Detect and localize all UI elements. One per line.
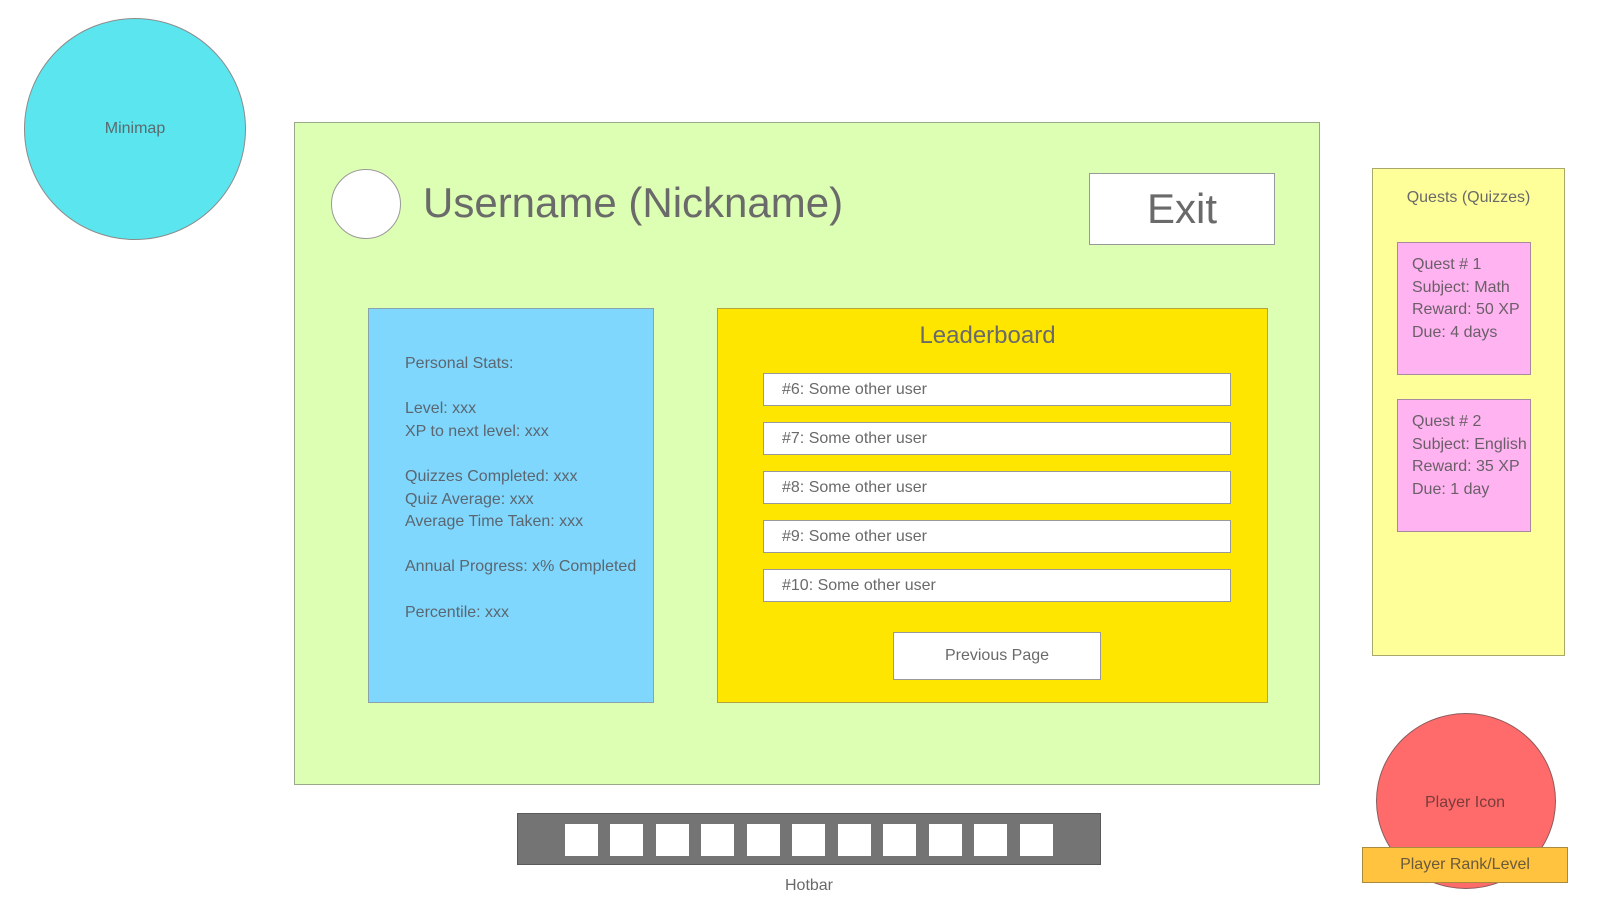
quest-card[interactable]: Quest # 2 Subject: English Reward: 35 XP… [1397, 399, 1531, 532]
hotbar-slot[interactable] [747, 824, 780, 856]
leaderboard-row[interactable]: #10: Some other user [763, 569, 1231, 602]
hotbar-slot[interactable] [929, 824, 962, 856]
hotbar-slot[interactable] [1020, 824, 1053, 856]
minimap-label: Minimap [104, 120, 166, 137]
stat-annual-progress: Annual Progress: x% Completed [405, 558, 637, 576]
minimap[interactable]: Minimap [24, 18, 246, 240]
leaderboard-row[interactable]: #7: Some other user [763, 422, 1231, 455]
quest-subject: Subject: English [1412, 435, 1527, 453]
quests-title: Quests (Quizzes) [1406, 189, 1531, 206]
leaderboard-title: Leaderboard [919, 322, 1056, 349]
hotbar-slot[interactable] [656, 824, 689, 856]
hotbar-slot[interactable] [701, 824, 734, 856]
quest-reward: Reward: 35 XP [1412, 458, 1520, 476]
leaderboard-row[interactable]: #8: Some other user [763, 471, 1231, 504]
quests-panel: Quests (Quizzes) Quest # 1 Subject: Math… [1372, 168, 1565, 656]
stat-xp-next-level: XP to next level: xxx [405, 422, 549, 440]
quest-reward: Reward: 50 XP [1412, 301, 1520, 319]
stats-heading: Personal Stats: [405, 355, 514, 372]
leaderboard-row[interactable]: #6: Some other user [763, 373, 1231, 406]
quest-number: Quest # 2 [1412, 413, 1482, 430]
quest-due: Due: 4 days [1412, 324, 1498, 342]
hotbar-slot[interactable] [565, 824, 598, 856]
player-rank-level: Player Rank/Level [1362, 847, 1568, 883]
username-title: Username (Nickname) [423, 179, 844, 226]
avatar[interactable] [331, 169, 401, 239]
stat-quizzes-completed: Quizzes Completed: xxx [405, 467, 578, 485]
player-icon-label: Player Icon [1424, 794, 1506, 811]
stat-average-time: Average Time Taken: xxx [405, 513, 584, 531]
quest-subject: Subject: Math [1412, 278, 1510, 296]
quest-card[interactable]: Quest # 1 Subject: Math Reward: 50 XP Du… [1397, 242, 1531, 375]
profile-panel: Username (Nickname) Exit Personal Stats:… [294, 122, 1320, 785]
stat-percentile: Percentile: xxx [405, 603, 510, 621]
hotbar [517, 813, 1101, 865]
leaderboard: Leaderboard #6: Some other user #7: Some… [717, 308, 1268, 703]
hotbar-slot[interactable] [792, 824, 825, 856]
stat-quiz-average: Quiz Average: xxx [405, 490, 534, 508]
leaderboard-row[interactable]: #9: Some other user [763, 520, 1231, 553]
stat-level: Level: xxx [405, 400, 477, 418]
previous-page-button[interactable]: Previous Page [893, 632, 1101, 680]
hotbar-slot[interactable] [974, 824, 1007, 856]
exit-button[interactable]: Exit [1089, 173, 1275, 245]
personal-stats-card: Personal Stats: Level: xxx XP to next le… [368, 308, 654, 703]
hotbar-label: Hotbar [784, 877, 834, 894]
quest-number: Quest # 1 [1412, 256, 1482, 273]
hotbar-slot[interactable] [610, 824, 643, 856]
hotbar-slot[interactable] [838, 824, 871, 856]
hotbar-slot[interactable] [883, 824, 916, 856]
quest-due: Due: 1 day [1412, 481, 1490, 499]
player-rank-label: Player Rank/Level [1400, 856, 1530, 873]
